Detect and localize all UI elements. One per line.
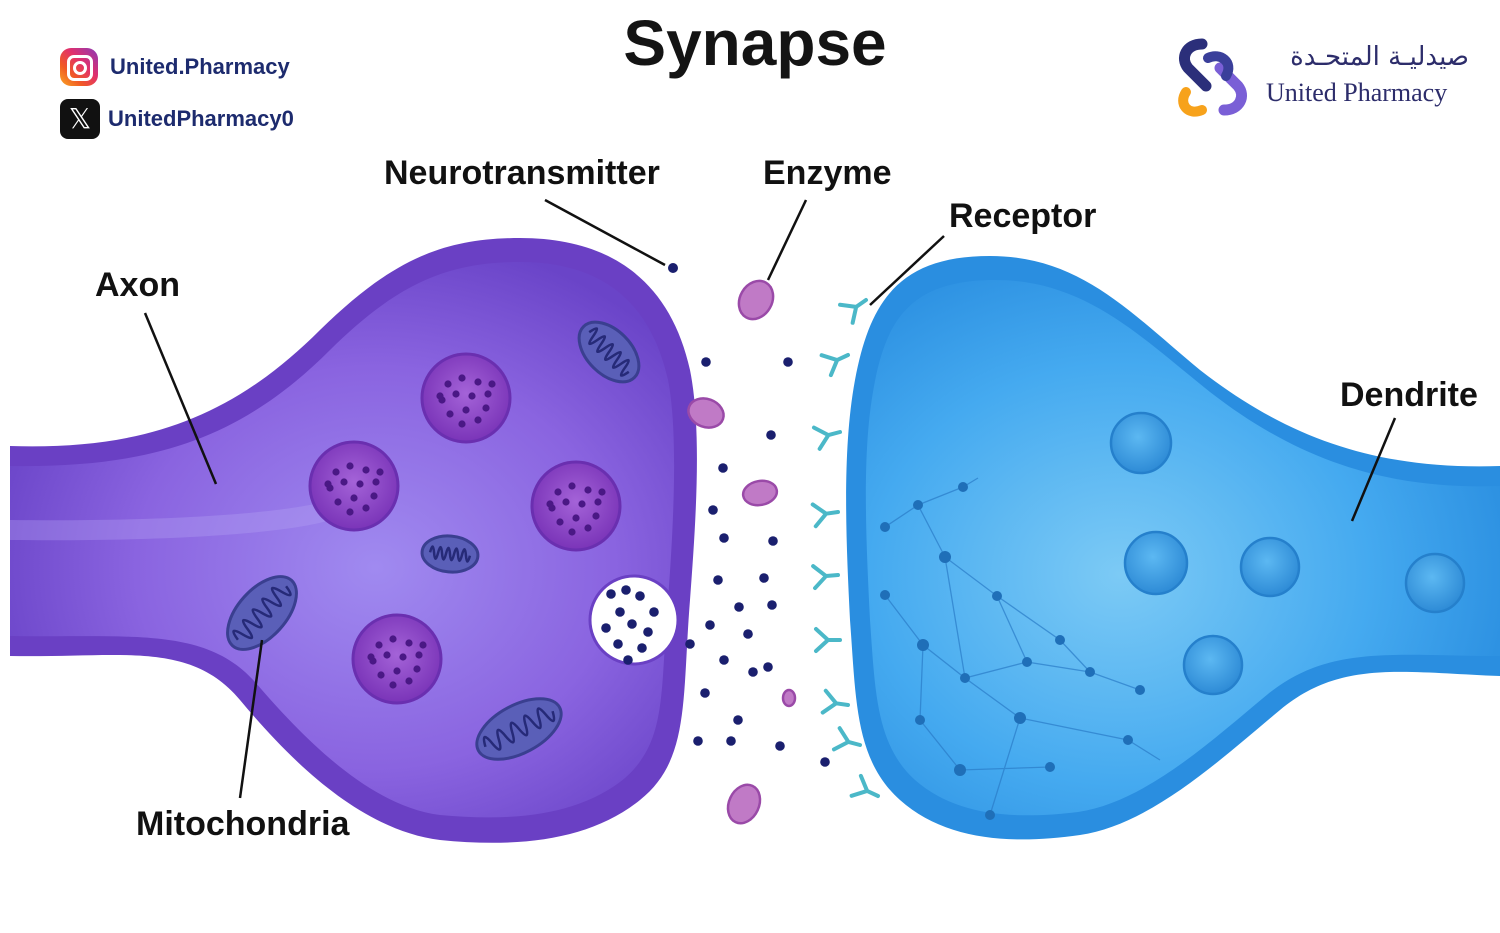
receptors	[810, 298, 880, 798]
neurotransmitter-dot	[775, 741, 785, 751]
enzyme-icon	[741, 479, 779, 507]
neurotransmitter-dot	[623, 655, 633, 665]
neurotransmitter-dot	[701, 357, 711, 367]
receptor-icon	[831, 726, 862, 752]
x-handle-text: UnitedPharmacy0	[108, 106, 294, 131]
receptor-icon	[810, 502, 840, 529]
receptor-icon	[838, 298, 868, 325]
enzyme-icon	[737, 279, 775, 321]
receptor-icon	[820, 688, 850, 715]
enzyme-icon	[726, 783, 762, 825]
label-axon: Axon	[95, 266, 180, 304]
dendrite-nodes	[880, 482, 1145, 820]
neurotransmitter-leader-dot	[668, 263, 678, 273]
neurotransmitter-dot	[606, 589, 616, 599]
instagram-handle-text: United.Pharmacy	[110, 54, 290, 79]
axon-highlight	[10, 500, 330, 541]
mitochondrion	[420, 534, 480, 574]
enzyme-icon	[687, 397, 725, 429]
neurotransmitter-dot	[743, 629, 753, 639]
neurotransmitter-dot	[627, 619, 637, 629]
dendrite-vesicles	[1109, 411, 1466, 696]
label-mitochondria: Mitochondria	[136, 805, 350, 843]
neurotransmitter-leader	[544, 198, 666, 267]
x-logo-icon: 𝕏	[60, 99, 100, 139]
neurotransmitter-dot	[613, 639, 623, 649]
enzyme-icon	[781, 688, 797, 708]
neurotransmitter-dot	[733, 715, 743, 725]
neurotransmitter-dot	[700, 688, 710, 698]
neurotransmitters	[601, 357, 830, 767]
receptor-icon	[849, 773, 880, 798]
neurotransmitter-dot	[783, 357, 793, 367]
brand-name-english: United Pharmacy	[1266, 78, 1448, 107]
neurotransmitter-dot	[748, 667, 758, 677]
neurotransmitter-dot	[685, 639, 695, 649]
neurotransmitter-dot	[705, 620, 715, 630]
neurotransmitter-dot	[637, 643, 647, 653]
label-receptor: Receptor	[949, 197, 1097, 235]
neurotransmitter-dot	[601, 623, 611, 633]
neurotransmitter-dot	[820, 757, 830, 767]
label-enzyme: Enzyme	[763, 154, 892, 192]
mitochondrion	[475, 697, 563, 761]
label-dendrite: Dendrite	[1340, 376, 1478, 414]
neurotransmitter-dot	[643, 627, 653, 637]
neurotransmitter-dot	[708, 505, 718, 515]
neurotransmitter-dot	[713, 575, 723, 585]
neurotransmitter-dot	[768, 536, 778, 546]
leader-lines	[143, 198, 1397, 799]
page-title: Synapse	[623, 7, 887, 79]
synaptic-vesicle	[420, 352, 512, 444]
neurotransmitter-dot	[763, 662, 773, 672]
neurotransmitter-dot	[615, 607, 625, 617]
synaptic-vesicle	[530, 460, 622, 552]
dendrite-leader	[1350, 417, 1397, 522]
synaptic-vesicles	[308, 352, 622, 705]
instagram-icon	[60, 48, 98, 86]
neurotransmitter-dot	[767, 600, 777, 610]
mitochondria-group	[226, 320, 641, 761]
axon-leader	[143, 312, 218, 485]
enzymes	[687, 279, 797, 825]
mitochondria-leader	[238, 639, 264, 799]
receptor-icon	[811, 425, 842, 451]
neurotransmitter-dot	[719, 533, 729, 543]
neurotransmitter-dot	[718, 463, 728, 473]
neurotransmitter-dot	[734, 602, 744, 612]
dendrite-network	[884, 477, 1161, 816]
neurotransmitter-dot	[759, 573, 769, 583]
label-neurotransmitter: Neurotransmitter	[384, 154, 660, 192]
neurotransmitter-dot	[693, 736, 703, 746]
pharmacy-logo-icon	[1178, 38, 1247, 117]
neurotransmitter-dot	[719, 655, 729, 665]
x-handle[interactable]: 𝕏 UnitedPharmacy0	[60, 99, 294, 139]
receptor-leader	[869, 235, 945, 306]
mitochondrion	[226, 575, 298, 651]
neurotransmitter-dot	[635, 591, 645, 601]
receptor-icon	[819, 353, 850, 378]
enzyme-leader	[766, 199, 808, 281]
brand-logo: صيدليـة المتحـدة United Pharmacy	[1172, 36, 1482, 120]
neurotransmitter-dot	[766, 430, 776, 440]
dendrite-terminal	[846, 256, 1500, 840]
synaptic-vesicle	[351, 613, 443, 705]
neurotransmitter-dot	[621, 585, 631, 595]
neurotransmitter-dot	[726, 736, 736, 746]
synaptic-vesicle	[308, 440, 400, 532]
mitochondrion	[577, 320, 641, 384]
instagram-handle[interactable]: United.Pharmacy	[60, 48, 290, 86]
receptor-icon	[814, 627, 842, 653]
neurotransmitter-dot	[649, 607, 659, 617]
receptor-icon	[811, 564, 840, 591]
brand-name-arabic: صيدليـة المتحـدة	[1290, 42, 1469, 72]
